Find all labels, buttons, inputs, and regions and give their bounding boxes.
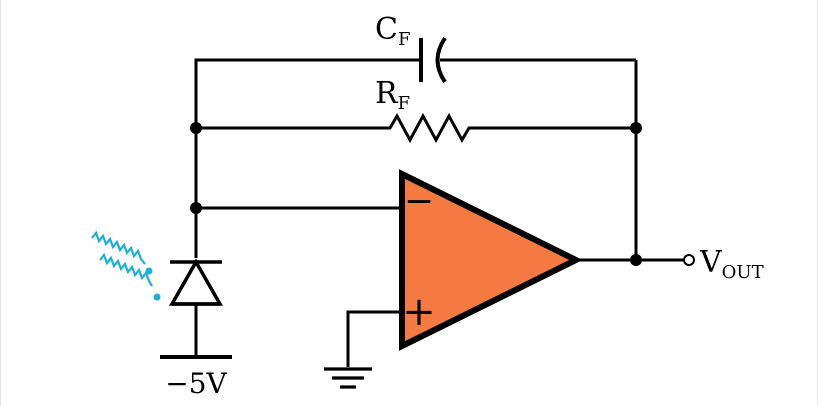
capacitor-left-wire bbox=[194, 58, 420, 128]
capacitor-label: CF bbox=[375, 12, 410, 50]
opamp: − + bbox=[399, 169, 583, 351]
light-ray-upper-head bbox=[145, 267, 153, 275]
resistor-label: RF bbox=[375, 76, 410, 114]
resistor-symbol bbox=[378, 112, 478, 144]
junction-node-top-right bbox=[630, 122, 642, 134]
photodiode-triangle bbox=[168, 258, 224, 306]
light-ray-lower bbox=[99, 252, 153, 287]
ground-symbol bbox=[324, 367, 372, 389]
inverting-input-sign: − bbox=[404, 181, 434, 222]
capacitor-branch bbox=[194, 36, 638, 128]
light-ray-lower-head bbox=[153, 293, 161, 301]
output-label: VOUT bbox=[699, 245, 764, 283]
noninverting-input-wire bbox=[346, 310, 402, 367]
resistor-branch bbox=[196, 112, 636, 144]
light-rays-icon bbox=[91, 230, 153, 287]
junction-node-output bbox=[630, 254, 642, 266]
output-terminal bbox=[683, 254, 695, 266]
photodiode-symbol bbox=[168, 258, 224, 306]
capacitor-plate-curved bbox=[435, 36, 447, 84]
opamp-body bbox=[399, 169, 583, 351]
noninverting-input-sign: + bbox=[402, 289, 436, 335]
junction-node-inverting bbox=[190, 202, 202, 214]
light-ray-upper bbox=[91, 230, 146, 265]
frame-left-edge bbox=[0, 0, 1, 406]
capacitor-symbol bbox=[419, 36, 447, 84]
junction-node-top-left bbox=[190, 122, 202, 134]
supply-label: −5V bbox=[165, 367, 227, 400]
